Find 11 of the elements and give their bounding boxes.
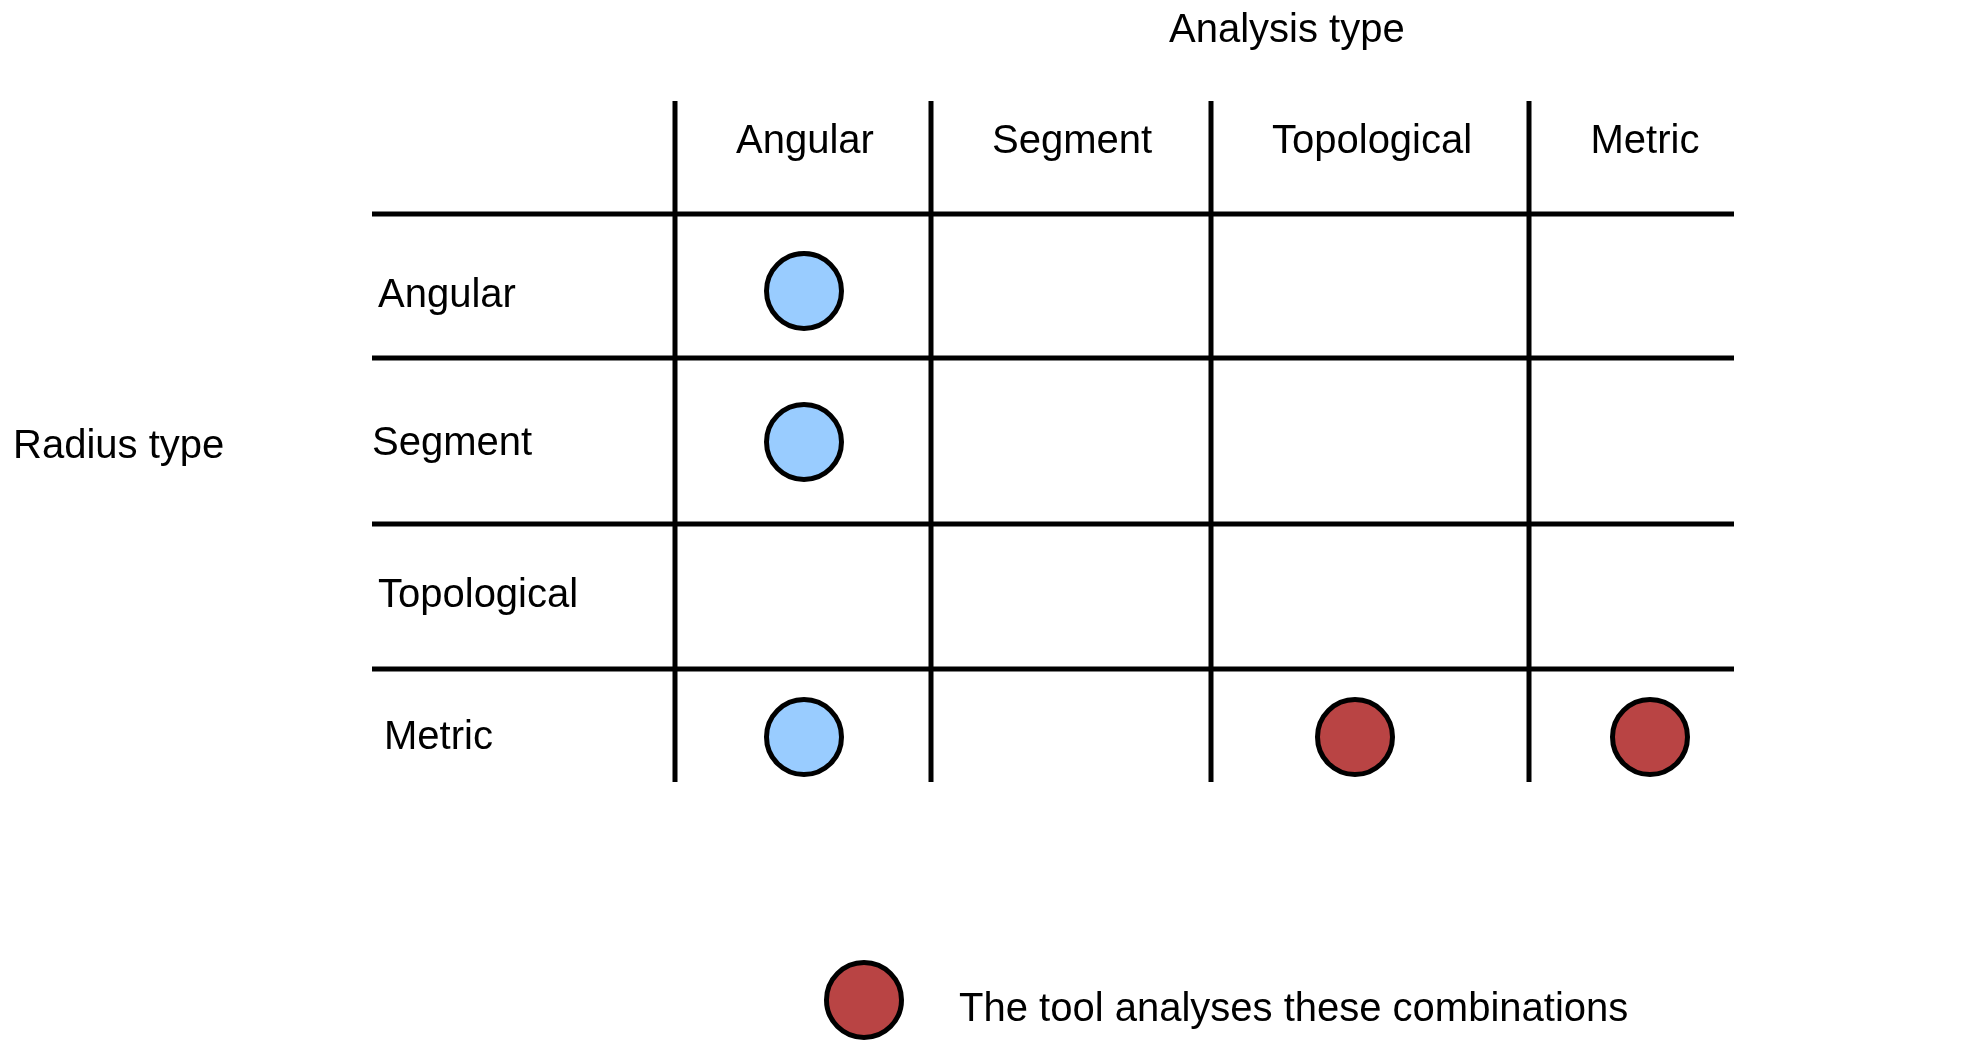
row-group-header: Radius type [13, 424, 225, 464]
legend-text: The tool analyses these combinations [959, 987, 1629, 1027]
row-header: Metric [384, 715, 493, 755]
column-group-header: Analysis type [1169, 8, 1405, 48]
column-header: Angular [736, 119, 874, 159]
row-header: Segment [372, 421, 533, 461]
column-header: Topological [1272, 119, 1473, 159]
row-header: Topological [378, 573, 579, 613]
column-header: Metric [1590, 119, 1700, 159]
row-header: Angular [378, 273, 516, 313]
column-header: Segment [992, 119, 1153, 159]
